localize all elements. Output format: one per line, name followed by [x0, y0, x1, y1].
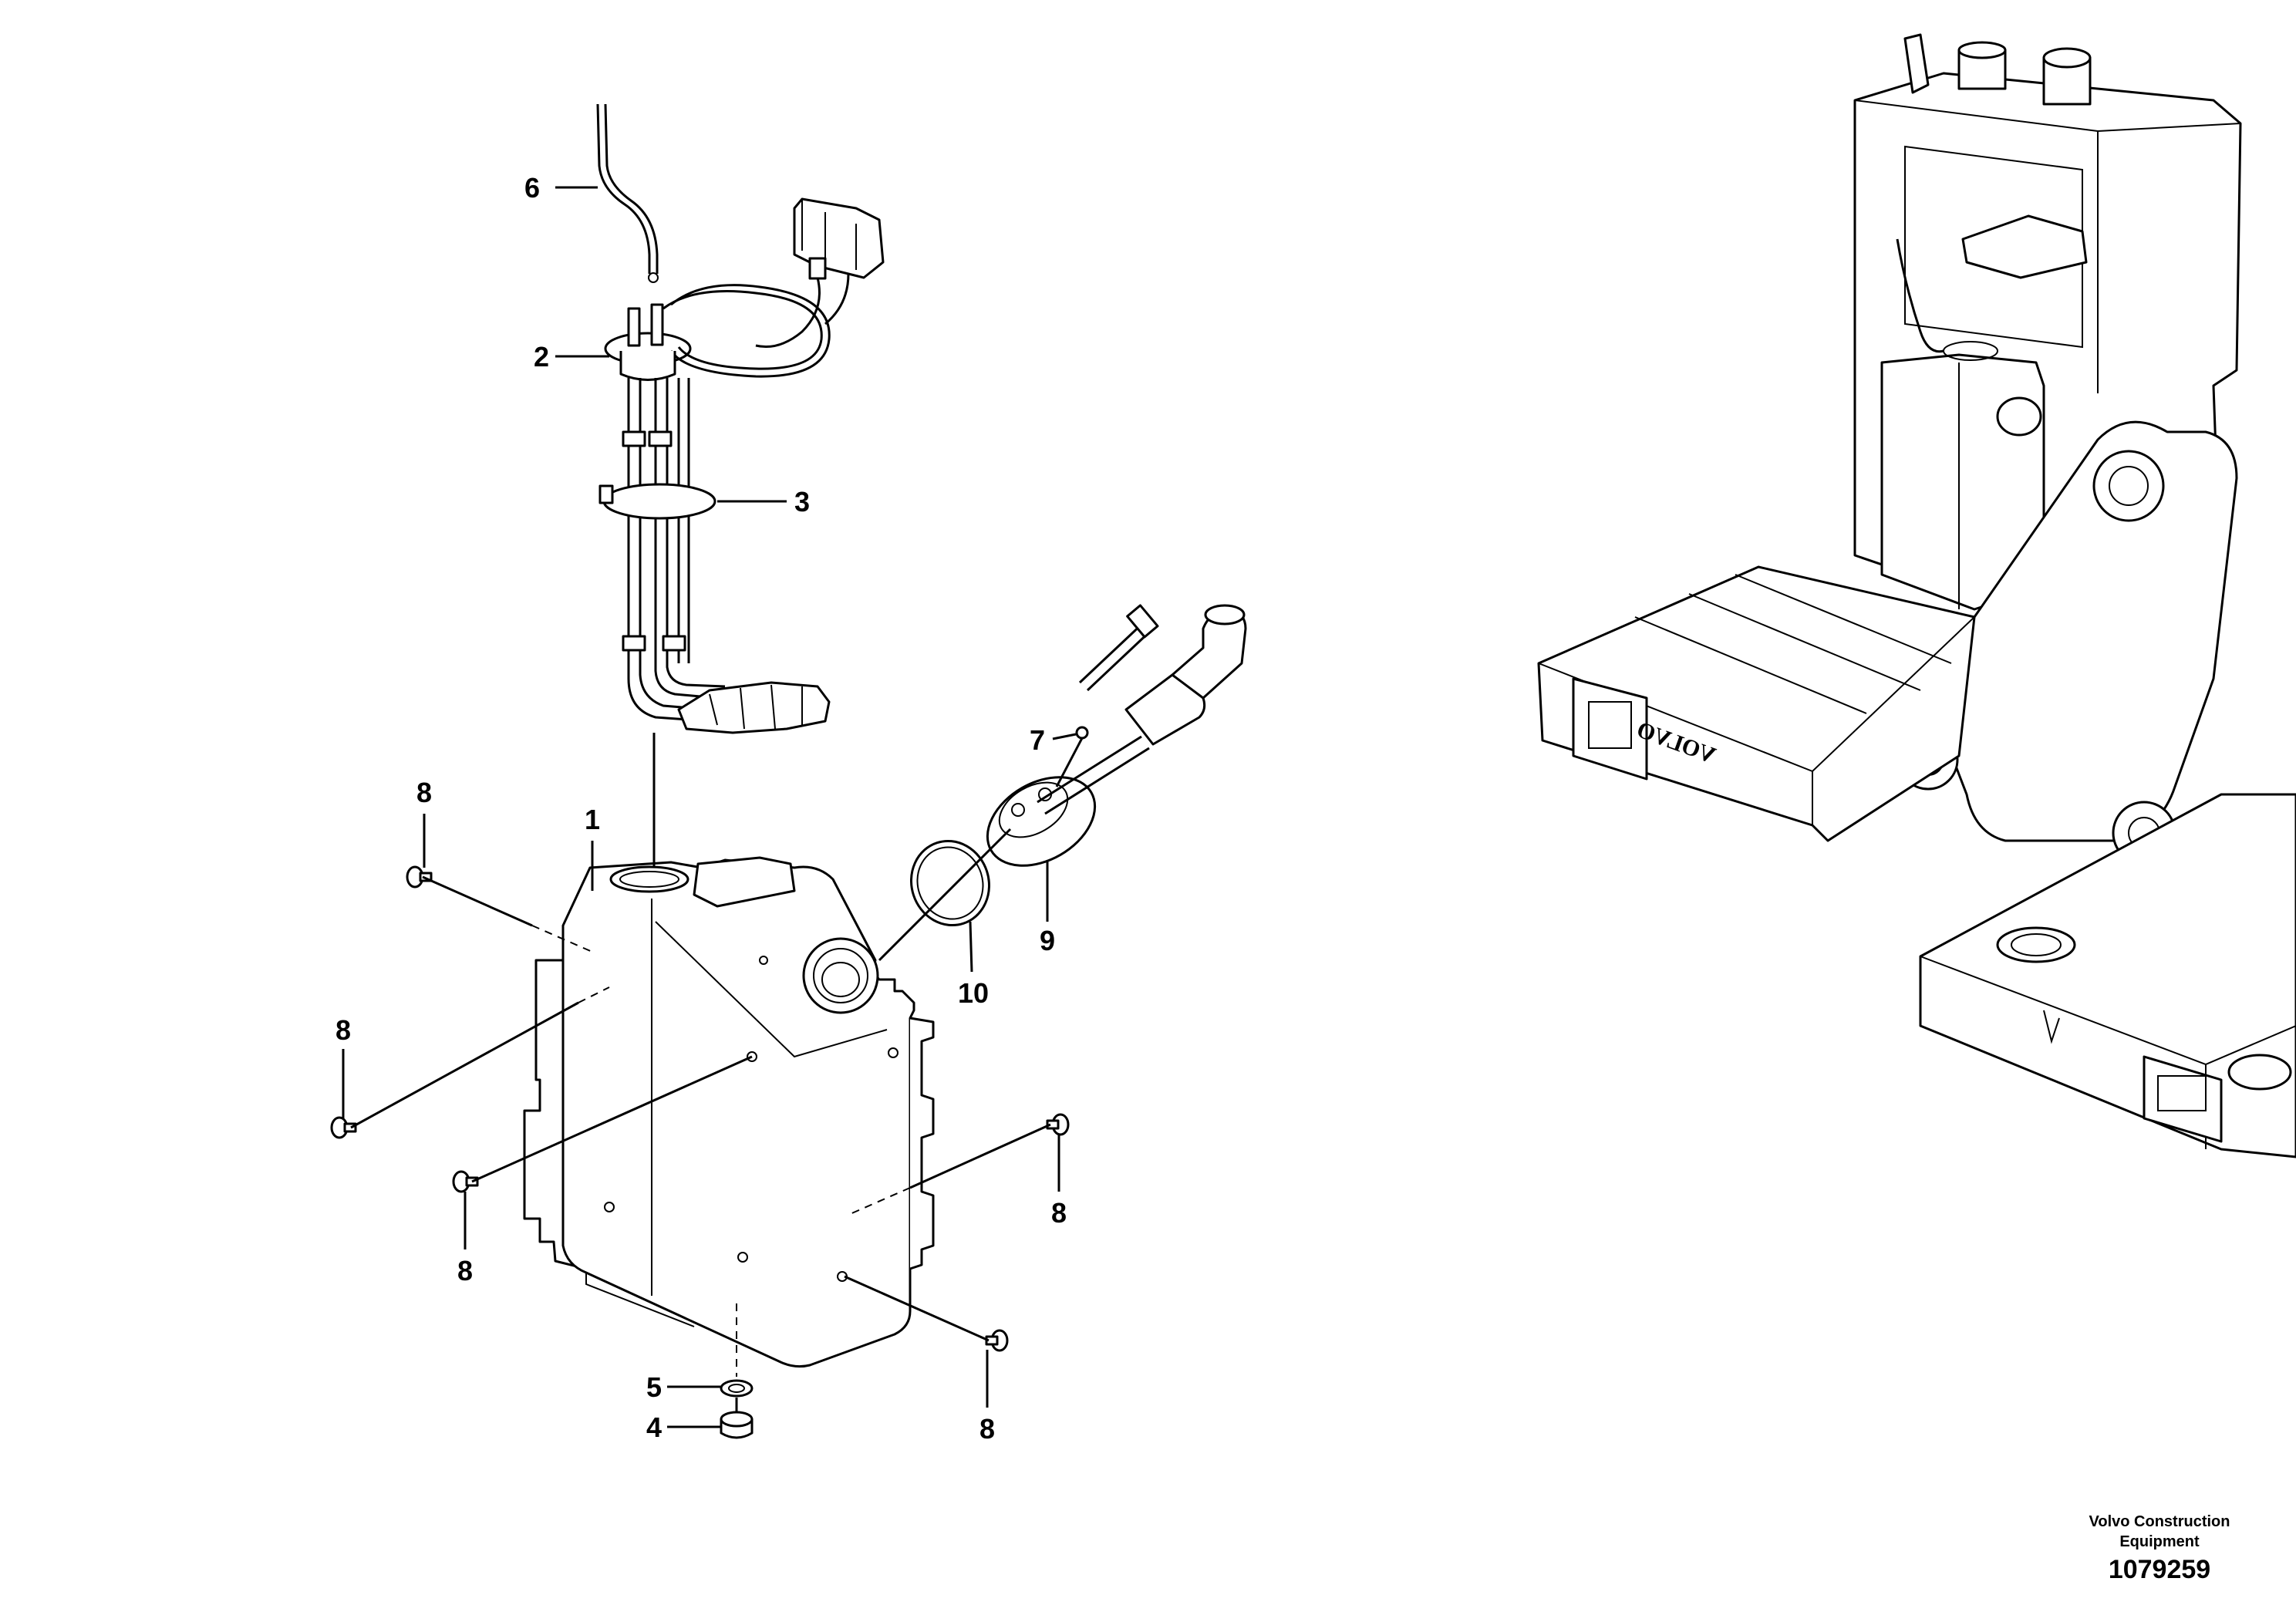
part-7-screw — [1075, 726, 1089, 740]
drawing-footer: Volvo Construction Equipment 1079259 — [2044, 1512, 2275, 1587]
assembly-lines — [350, 733, 1084, 1411]
part-8-bolt-a — [406, 865, 433, 889]
part-8-bolt-d — [1046, 1113, 1070, 1136]
callout-2: 2 — [534, 341, 549, 373]
drawing-number: 1079259 — [2108, 1555, 2211, 1584]
callout-8d: 8 — [1051, 1197, 1067, 1229]
callout-3: 3 — [794, 486, 810, 518]
callout-labels: 6 2 3 7 1 8 8 8 8 8 9 10 5 4 — [335, 172, 1067, 1445]
callout-8a: 8 — [416, 777, 432, 808]
part-8-bolt-e — [985, 1329, 1009, 1352]
part-6-sensor-rod — [596, 103, 659, 283]
callout-9: 9 — [1040, 925, 1055, 956]
callout-leaders — [342, 186, 1077, 1428]
callout-10: 10 — [958, 977, 989, 1009]
part-10-o-ring — [910, 839, 990, 927]
part-9-sender-cap — [986, 604, 1247, 867]
part-1-tank — [523, 856, 935, 1368]
callout-8b: 8 — [335, 1014, 351, 1046]
callout-8e: 8 — [979, 1413, 995, 1445]
brand-line-1: Volvo Construction — [2089, 1513, 2230, 1530]
machine-context-view: VOLVO — [1537, 33, 2296, 1158]
part-8-bolt-b — [330, 1116, 357, 1139]
callout-1: 1 — [585, 804, 600, 835]
part-3-pickup-tubes — [598, 378, 831, 734]
part-2-pump-head — [604, 197, 885, 381]
callout-8c: 8 — [457, 1255, 473, 1286]
part-5-washer — [720, 1379, 754, 1398]
part-4-drain-plug — [720, 1411, 754, 1439]
brand-line-2: Equipment — [2119, 1533, 2200, 1550]
callout-4: 4 — [646, 1411, 662, 1443]
callout-7: 7 — [1030, 724, 1045, 756]
callout-5: 5 — [646, 1371, 662, 1403]
callout-6: 6 — [524, 172, 540, 204]
